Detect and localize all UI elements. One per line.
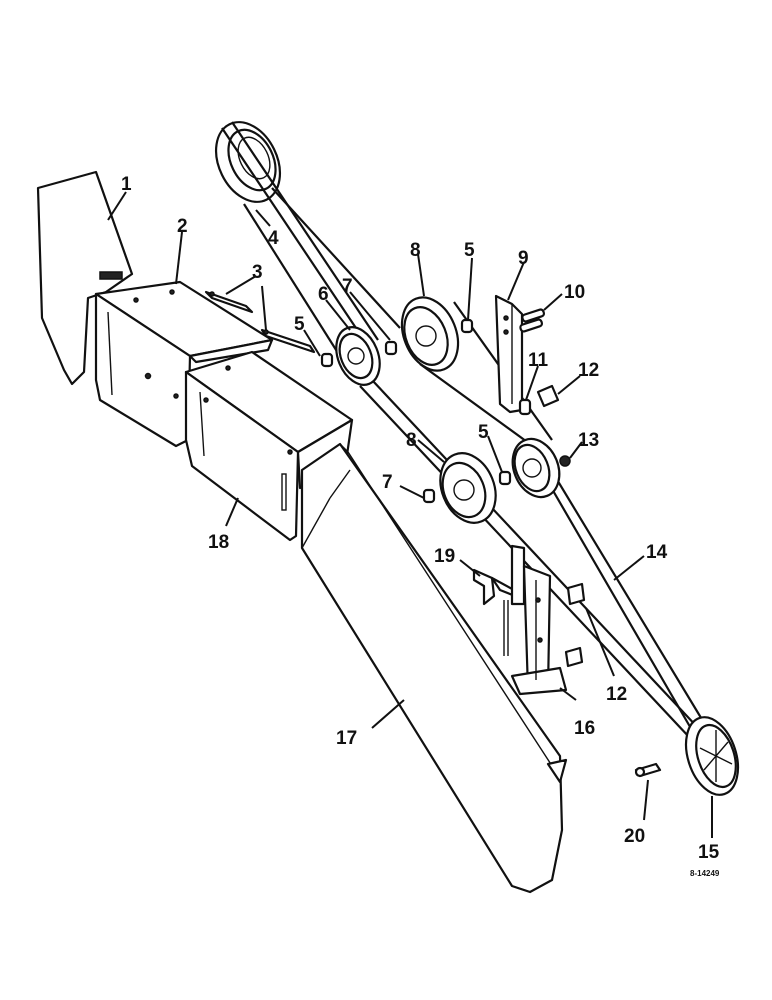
part-12-plates (536, 384, 586, 668)
callout-20: 20 (624, 826, 645, 847)
callout-8-mid: 8 (406, 430, 417, 451)
part-2-front-housing (94, 280, 274, 448)
callout-7-mid: 7 (382, 472, 393, 493)
idler-pulley (511, 437, 561, 499)
callout-10: 10 (564, 282, 585, 303)
callout-4: 4 (268, 228, 279, 249)
part-1-end-shield (36, 170, 134, 386)
callout-13: 13 (578, 430, 599, 451)
callout-2: 2 (177, 216, 188, 237)
callout-19: 19 (434, 546, 455, 567)
part-17-long-shield (300, 442, 568, 894)
callout-14: 14 (646, 542, 668, 563)
callout-7-top: 7 (342, 276, 353, 297)
callout-15: 15 (698, 842, 720, 863)
part-6-pulley (335, 326, 381, 386)
part-13-nut (559, 455, 571, 467)
callout-9: 9 (518, 248, 529, 269)
part-20-pin (634, 762, 662, 778)
leader-lines (107, 191, 713, 838)
part-16-support (510, 564, 568, 696)
part-8-pulley-lower (439, 452, 497, 524)
callout-17: 17 (336, 728, 357, 749)
callout-5-mid: 5 (478, 422, 489, 443)
callout-5-top: 5 (464, 240, 475, 261)
callout-3: 3 (252, 262, 263, 283)
part-15-bottom-pulley (684, 716, 740, 796)
callout-5-left: 5 (294, 314, 305, 335)
callout-11: 11 (528, 350, 549, 371)
callout-6: 6 (318, 284, 329, 305)
callout-1: 1 (121, 174, 132, 195)
callout-12-bottom: 12 (606, 684, 627, 705)
part-3-straps (204, 290, 316, 354)
callout-8-top: 8 (410, 240, 421, 261)
callout-12-top: 12 (578, 360, 599, 381)
part-5-7-spacers (320, 318, 512, 504)
part-8-pulley-upper (400, 296, 460, 372)
callout-16: 16 (574, 718, 595, 739)
part-19-bracket (472, 544, 526, 656)
part-9-bracket (494, 294, 524, 414)
drawing-number: 8-14249 (690, 869, 720, 878)
callout-18: 18 (208, 532, 229, 553)
part-10-11-pins (518, 308, 546, 416)
